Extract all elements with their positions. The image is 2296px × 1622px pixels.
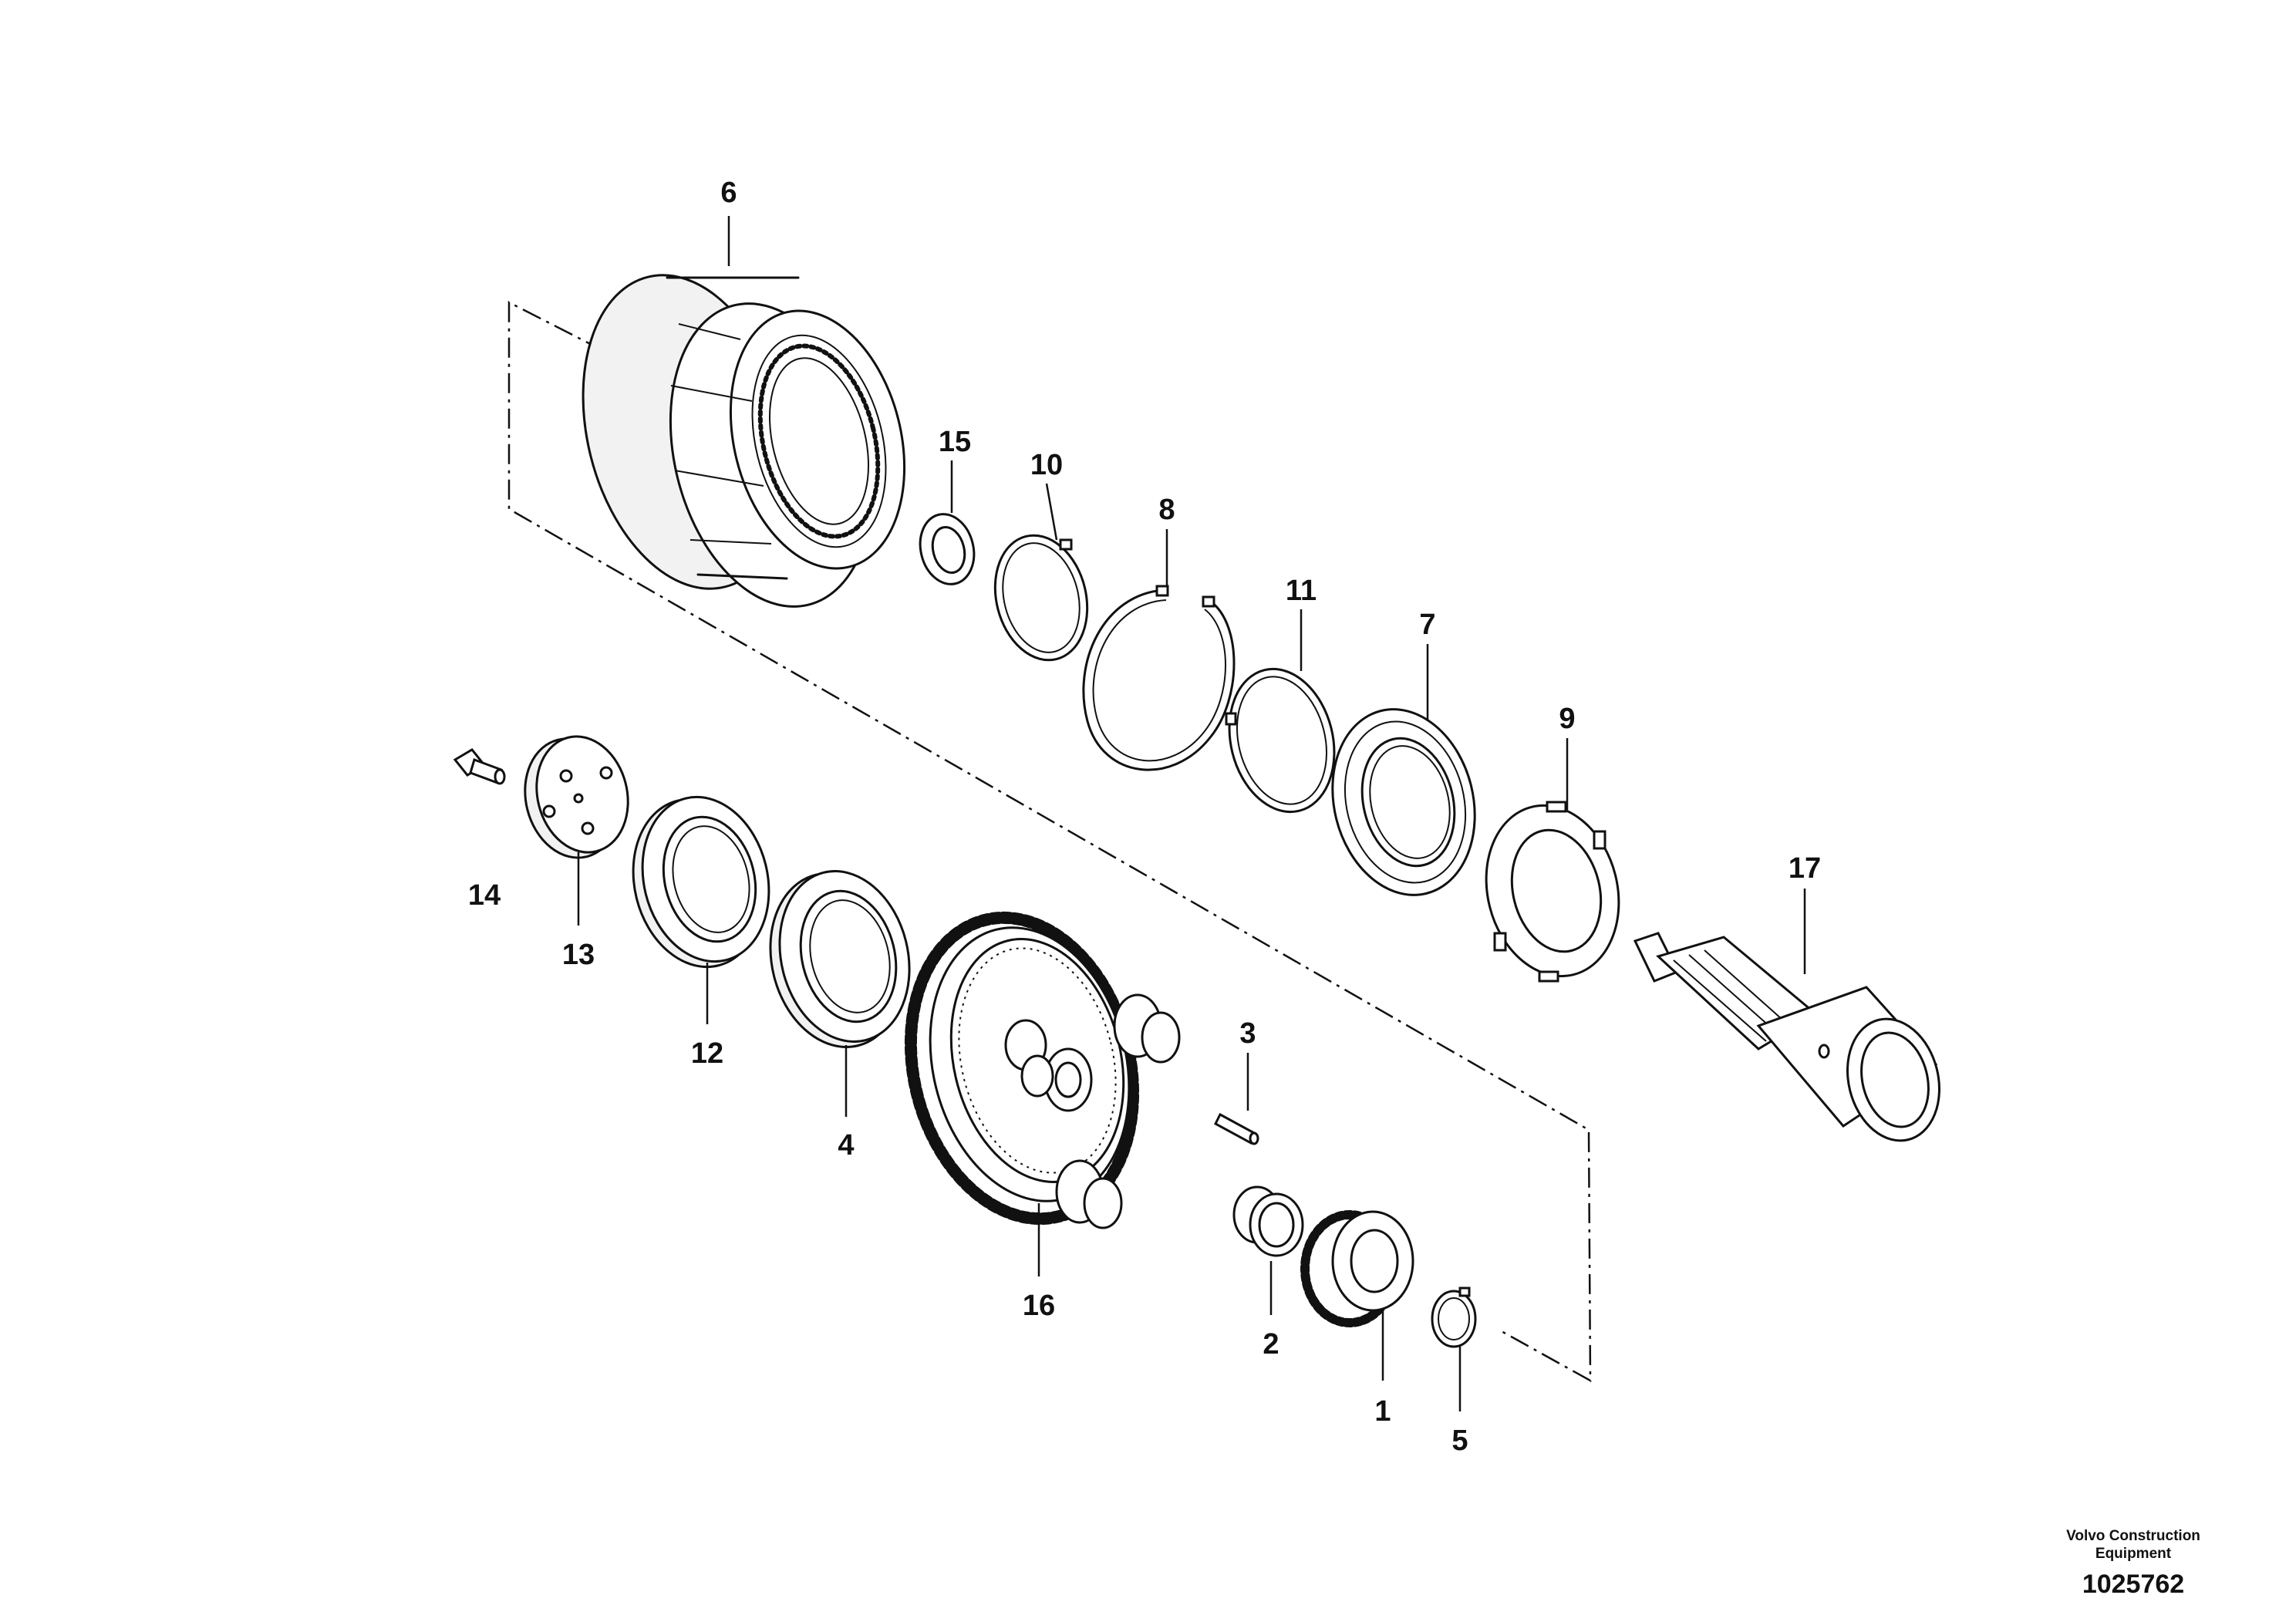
- part-12-bearing: [632, 795, 770, 969]
- part-5-circlip: [1431, 1286, 1477, 1348]
- leader-lines: [577, 216, 1806, 1411]
- callout-16: 16: [1023, 1290, 1055, 1322]
- part-17-shaft: [1633, 932, 1941, 1142]
- callout-9: 9: [1559, 703, 1575, 735]
- callout-4: 4: [838, 1129, 854, 1162]
- callout-8: 8: [1158, 494, 1175, 526]
- part-3-pin: [1214, 1112, 1259, 1145]
- part-7-bearing: [1331, 708, 1476, 896]
- part-4-bearing: [769, 870, 911, 1048]
- part-6-ring-gear-housing: [582, 274, 906, 608]
- brand-caption: Volvo Construction Equipment: [2045, 1527, 2222, 1563]
- callout-6: 6: [720, 177, 737, 209]
- callout-10: 10: [1030, 449, 1063, 481]
- callout-17: 17: [1789, 852, 1821, 885]
- part-8-retaining-ring: [1082, 585, 1236, 771]
- assembly-outline: [507, 300, 1592, 1383]
- callout-14: 14: [468, 879, 501, 912]
- part-16-planet-carrier-gear: [904, 911, 1181, 1229]
- callout-13: 13: [562, 939, 595, 971]
- callout-1: 1: [1374, 1395, 1391, 1428]
- brand-line-2: Equipment: [2095, 1546, 2172, 1562]
- part-10-snap-ring: [993, 534, 1089, 662]
- part-9-tab-washer: [1485, 801, 1620, 983]
- callout-11: 11: [1286, 575, 1317, 607]
- part-13-cover-plate: [524, 735, 629, 859]
- callout-5: 5: [1451, 1425, 1468, 1457]
- callout-3: 3: [1239, 1017, 1256, 1050]
- callout-15: 15: [939, 426, 971, 458]
- drawing-number: 1025762: [2082, 1570, 2185, 1599]
- part-2-needle-bearing: [1232, 1185, 1304, 1257]
- part-14-bolt: [453, 748, 506, 785]
- callout-7: 7: [1419, 609, 1435, 641]
- part-11-snap-ring: [1225, 667, 1336, 814]
- callout-12: 12: [691, 1037, 723, 1070]
- brand-line-1: Volvo Construction: [2066, 1528, 2200, 1544]
- part-15-washer: [919, 513, 976, 585]
- part-1-planet-gear: [1300, 1210, 1414, 1327]
- callout-2: 2: [1263, 1328, 1279, 1361]
